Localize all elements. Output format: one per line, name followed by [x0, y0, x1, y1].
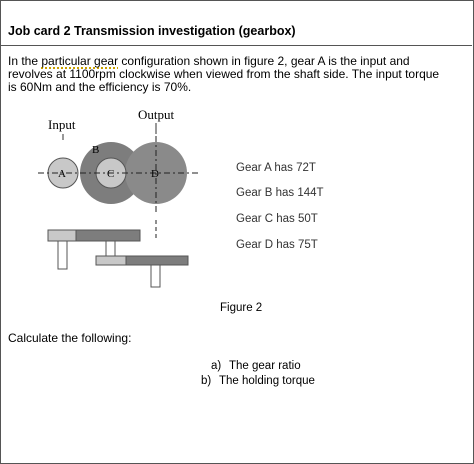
question-b: b) The holding torque — [201, 375, 315, 387]
question-b-label: b) — [201, 375, 212, 387]
question-b-text: The holding torque — [219, 375, 315, 387]
spellcheck-underlined-text: particular gear — [41, 54, 119, 68]
side-view-gear-a — [47, 229, 77, 242]
question-a-text: The gear ratio — [229, 360, 301, 372]
question-a-label: a) — [211, 360, 222, 372]
figure-caption: Figure 2 — [220, 302, 263, 314]
job-card-title: Job card 2 Transmission investigation (g… — [8, 24, 296, 38]
output-label: Output — [138, 107, 175, 122]
intro-text-start: In the — [8, 54, 42, 68]
gear-train-diagram: Input Output A B C D — [38, 107, 200, 288]
gear-a-teeth: Gear A has 72T — [236, 162, 316, 174]
gear-c-teeth: Gear C has 50T — [236, 213, 318, 225]
side-view-gear-c — [95, 255, 127, 266]
intro-text-line2: revolves at 1100rpm clockwise when viewe… — [8, 67, 440, 81]
gear-b-teeth: Gear B has 144T — [236, 187, 324, 199]
intro-paragraph: In the particular gear configuration sho… — [8, 55, 458, 94]
gear-letter-c: C — [107, 168, 114, 180]
intro-text-line3: is 60Nm and the efficiency is 70%. — [8, 80, 192, 94]
title-row: Job card 2 Transmission investigation (g… — [0, 0, 472, 46]
side-view-input-shaft — [57, 240, 68, 270]
input-label: Input — [48, 117, 76, 132]
question-a: a) The gear ratio — [211, 360, 301, 372]
gear-letter-b: B — [92, 144, 99, 156]
intro-text-line1: configuration shown in figure 2, gear A … — [118, 54, 410, 68]
calculate-prompt: Calculate the following: — [8, 331, 132, 345]
gear-letter-d: D — [151, 168, 159, 180]
side-view-output-shaft — [150, 264, 161, 288]
gear-d-teeth: Gear D has 75T — [236, 239, 318, 251]
side-view-mid-shaft — [105, 240, 116, 257]
gear-letter-a: A — [58, 168, 66, 180]
